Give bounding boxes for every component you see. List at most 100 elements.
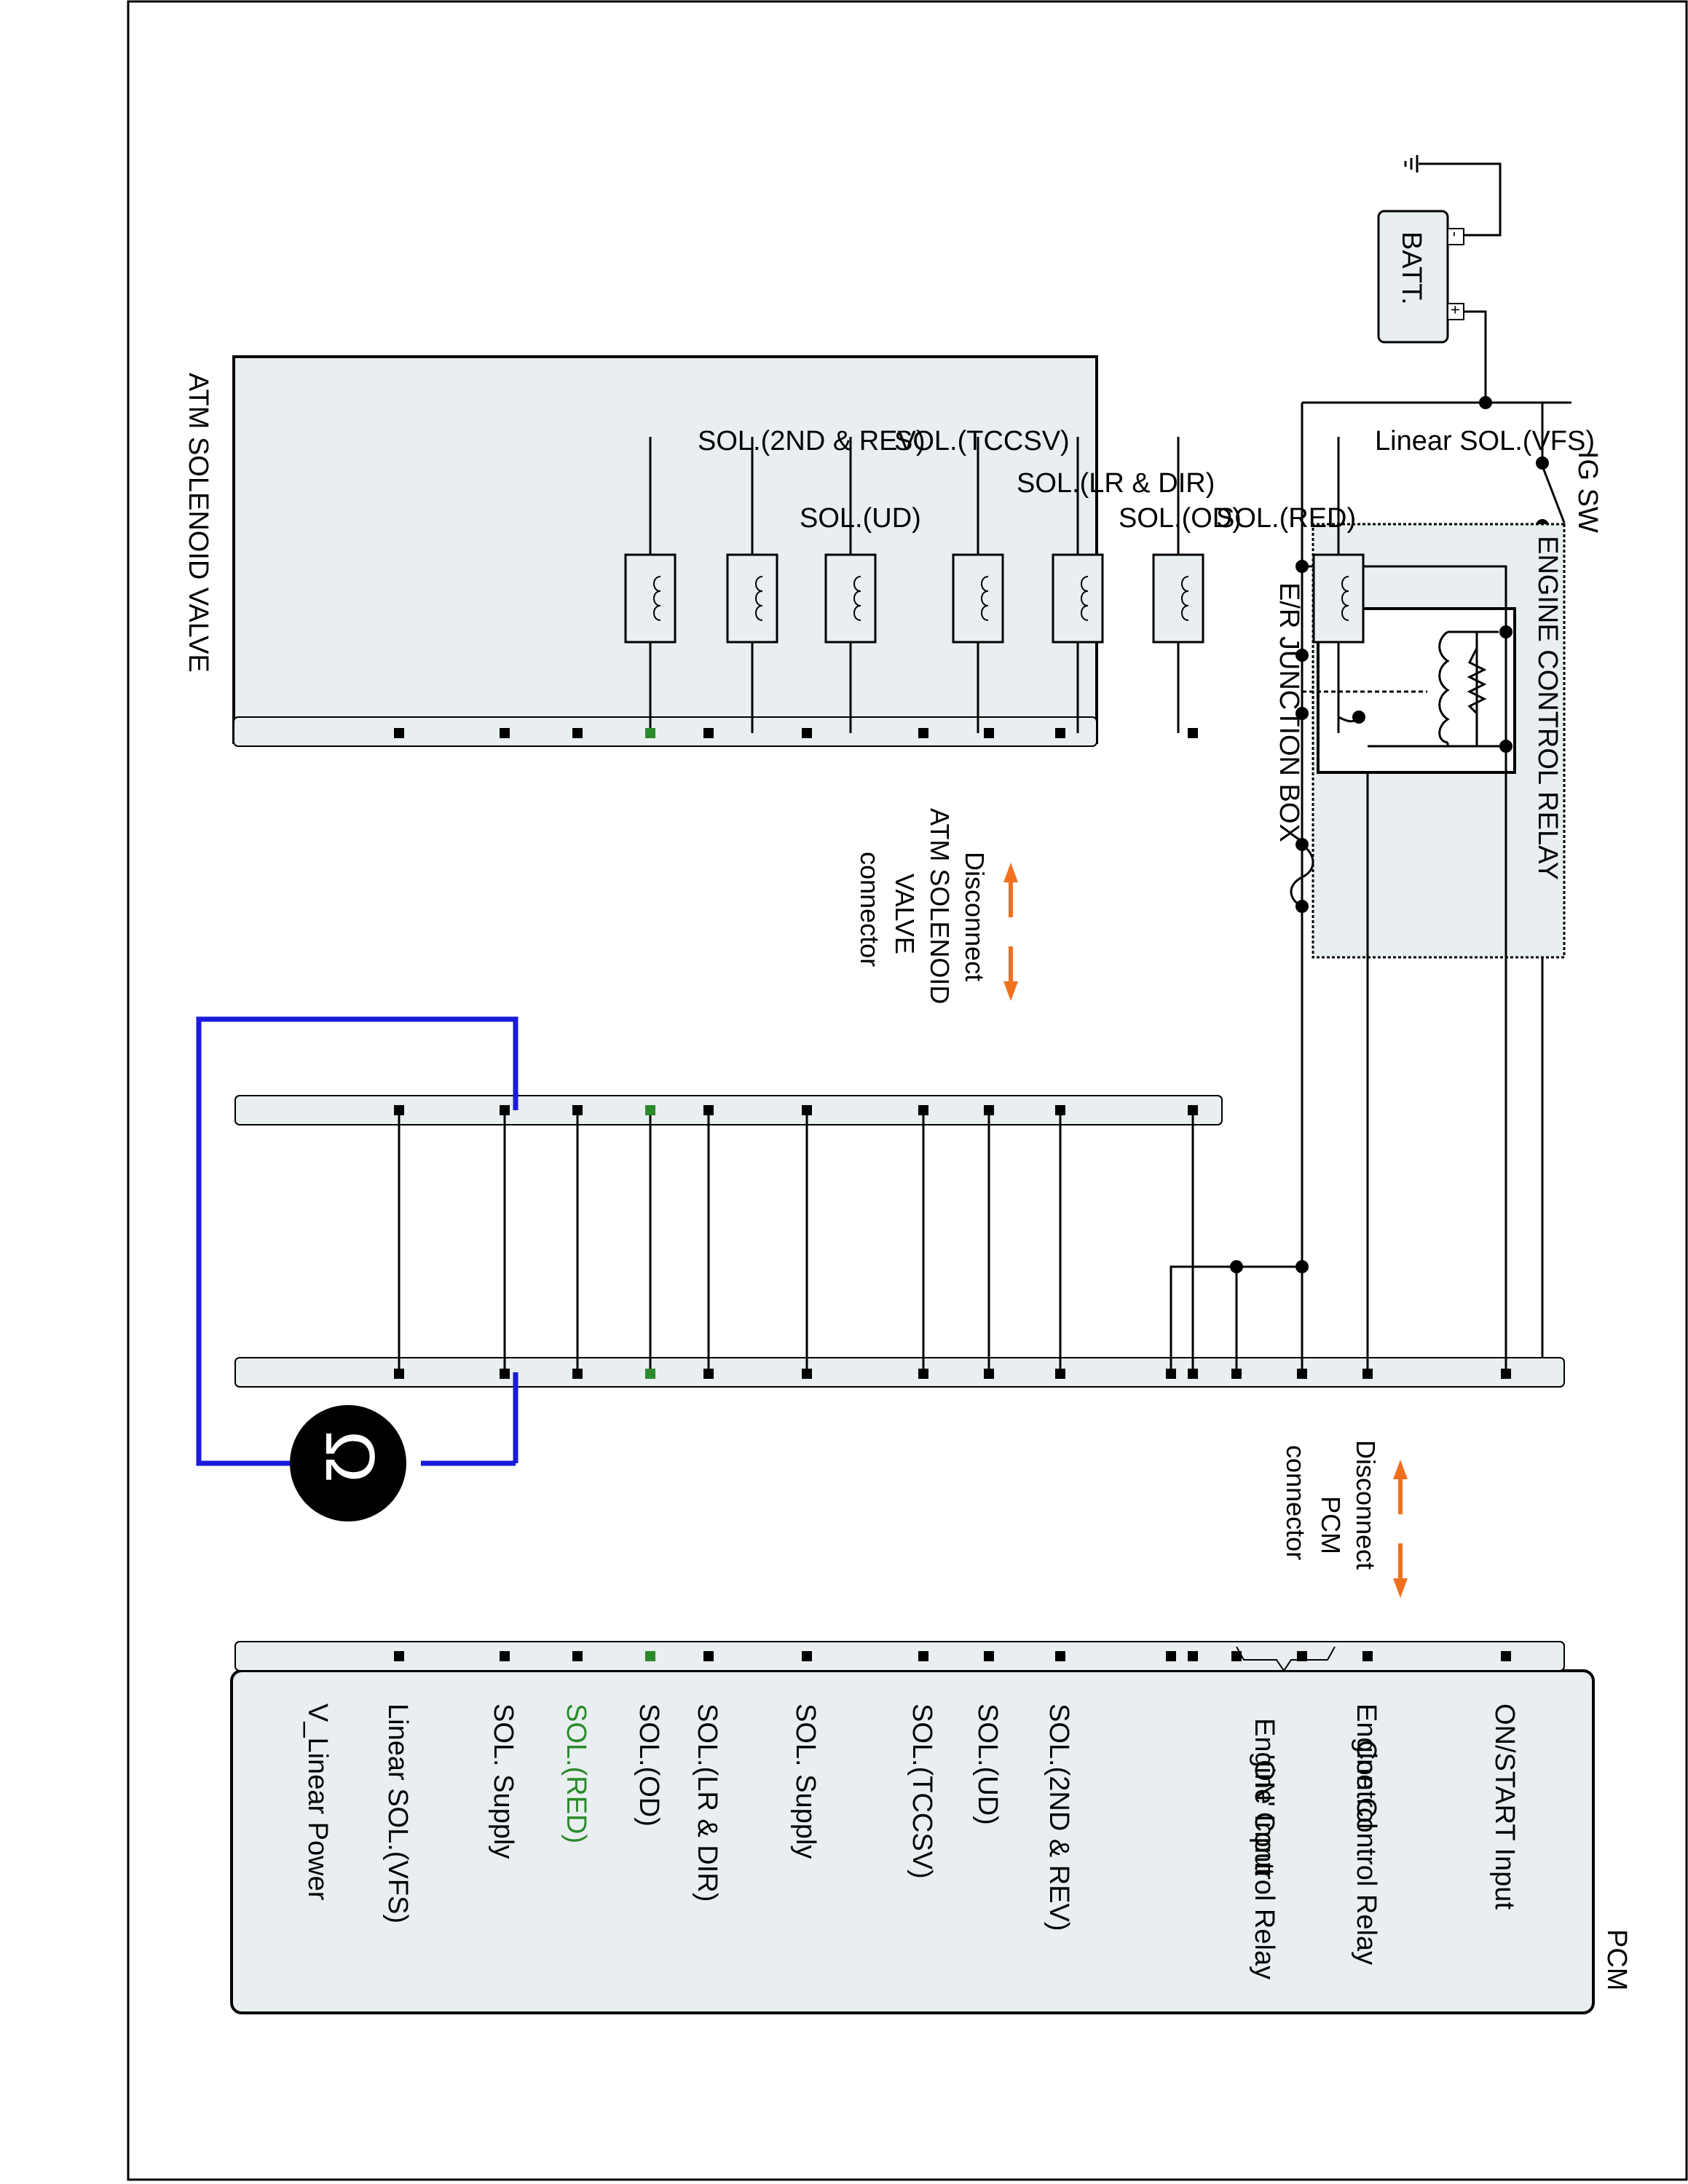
relay-contact-node-1	[1295, 649, 1309, 662]
harness-pin-lower	[1501, 1369, 1511, 1379]
solenoid-coil	[1052, 553, 1104, 644]
harness-pin-lower	[645, 1369, 655, 1379]
pcm-pin	[1166, 1651, 1176, 1661]
battery-body	[1377, 210, 1449, 344]
solenoid-coil	[1152, 553, 1204, 644]
solenoid-coil	[624, 553, 677, 644]
harness-pin-upper	[1188, 1105, 1198, 1115]
ig-switch-contact-1	[1536, 456, 1549, 470]
pcm-terminal-label: SOL.(LR & DIR)	[692, 1704, 722, 1902]
solenoid-coil-label: SOL.(UD)	[800, 503, 921, 534]
harness-pin-upper	[572, 1105, 583, 1115]
pcm-terminal-label: SOL.(UD)	[972, 1704, 1003, 1825]
harness-pin-upper	[918, 1105, 928, 1115]
harness-pin-upper	[802, 1105, 812, 1115]
valve-harness-connector	[234, 1095, 1223, 1125]
valve-pin	[394, 728, 404, 738]
relay-power-node	[1295, 560, 1309, 573]
harness-pin-lower	[1166, 1369, 1176, 1379]
relay-coil-node-1	[1499, 625, 1513, 638]
ohmmeter	[290, 1405, 406, 1522]
pcm-terminal-label: Engine Control Relay	[1249, 1718, 1279, 1979]
harness-pin-lower	[500, 1369, 510, 1379]
harness-pin-lower	[1297, 1369, 1307, 1379]
valve-pin	[1188, 728, 1198, 738]
pcm-pin	[1188, 1651, 1198, 1661]
pcm-pin	[802, 1651, 812, 1661]
pcm-terminal-label: SOL.(2ND & REV)	[1044, 1704, 1074, 1931]
pcm-terminal-label: Linear SOL.(VFS)	[382, 1704, 413, 1923]
pcm-terminal-label: V_Linear Power	[302, 1704, 333, 1901]
pcm-pin	[1362, 1651, 1373, 1661]
solenoid-coil-label: Linear SOL.(VFS)	[1375, 426, 1595, 456]
valve-pin	[572, 728, 583, 738]
disconnect-pcm-note: Disconnect PCM connector	[1281, 1440, 1408, 1598]
svg-text:Disconnect: Disconnect	[1351, 1440, 1381, 1570]
harness-pin-lower	[1362, 1369, 1373, 1379]
valve-pin	[918, 728, 928, 738]
ohmmeter-symbol: Ω	[311, 1431, 389, 1483]
battery-plus-sign: +	[1446, 305, 1464, 314]
harness-pin-lower	[703, 1369, 714, 1379]
solenoid-valve-connector	[233, 716, 1097, 747]
solenoid-coil-label: SOL.(OD)	[1119, 503, 1242, 534]
relay-contact-node-3	[1352, 711, 1365, 724]
pcm-pin	[703, 1651, 714, 1661]
valve-pin	[500, 728, 510, 738]
svg-text:connector: connector	[855, 852, 885, 967]
pcm-pins	[394, 1651, 1511, 1661]
valve-pin	[645, 728, 655, 738]
valve-pin	[1055, 728, 1065, 738]
pcm-pin	[572, 1651, 583, 1661]
harness-pin-lower	[1055, 1369, 1065, 1379]
harness-pin-lower	[984, 1369, 994, 1379]
pcm-pin	[1297, 1651, 1307, 1661]
harness-pin-lower	[918, 1369, 928, 1379]
pcm-pin	[1055, 1651, 1065, 1661]
svg-text:PCM: PCM	[1316, 1496, 1346, 1554]
pcm-terminal-label: SOL.(RED)	[561, 1704, 591, 1843]
pcm-pin	[984, 1651, 994, 1661]
solenoid-coil-labels: SOL.(2ND & REV)SOL.(UD)SOL.(TCCSV)SOL.(L…	[698, 426, 1595, 534]
pcm-pin	[918, 1651, 928, 1661]
pcm-terminal-label: SOL. Supply	[790, 1704, 821, 1859]
harness-pin-upper	[1055, 1105, 1065, 1115]
pcm-connector	[234, 1641, 1565, 1671]
battery: - + BATT.	[1377, 155, 1502, 344]
solenoid-coil	[824, 553, 877, 644]
pcm-harness-connector	[234, 1357, 1565, 1388]
solenoid-coils	[624, 437, 1365, 733]
battery-minus-terminal	[1447, 228, 1464, 245]
pcm-terminal-label: Engine Control Relay	[1351, 1704, 1381, 1965]
solenoid-coil-label: SOL.(2ND & REV)	[698, 426, 926, 456]
svg-text:Disconnect: Disconnect	[960, 852, 990, 981]
harness-pin-lower	[394, 1369, 404, 1379]
battery-minus-sign: -	[1446, 232, 1464, 237]
harness-pin-upper	[984, 1105, 994, 1115]
pcm-terminal-label: SOL. Supply	[488, 1704, 518, 1859]
valve-pin	[984, 728, 994, 738]
relay-output-node-1	[1295, 1260, 1309, 1273]
harness-pin-upper	[500, 1105, 510, 1115]
pcm-pin	[645, 1651, 655, 1661]
pcm-brace	[1236, 1646, 1336, 1672]
relay-output-wires	[1170, 745, 1507, 1372]
battery-label: BATT.	[1396, 232, 1427, 305]
harness-wires	[398, 1110, 1194, 1372]
svg-text:ATM SOLENOID: ATM SOLENOID	[925, 808, 955, 1004]
harness-pin-lower	[802, 1369, 812, 1379]
pcm-terminal-label: SOL.(OD)	[634, 1704, 664, 1827]
solenoid-coil-label: SOL.(LR & DIR)	[1017, 468, 1215, 499]
solenoid-valve-box	[232, 355, 1098, 744]
relay-output-node-2	[1230, 1260, 1243, 1273]
harness-pin-lower	[1231, 1369, 1242, 1379]
ohmmeter-leads	[196, 1016, 518, 1466]
relay-label: ENGINE CONTROL RELAY	[1532, 536, 1563, 880]
harness-pin-lower	[572, 1369, 583, 1379]
valve-pin	[802, 728, 812, 738]
pcm-pin	[1501, 1651, 1511, 1661]
solenoid-coil	[952, 553, 1004, 644]
pcm-pin	[394, 1651, 404, 1661]
harness-pin-upper	[645, 1105, 655, 1115]
pcm-terminal-label: Control	[1351, 1740, 1381, 1829]
